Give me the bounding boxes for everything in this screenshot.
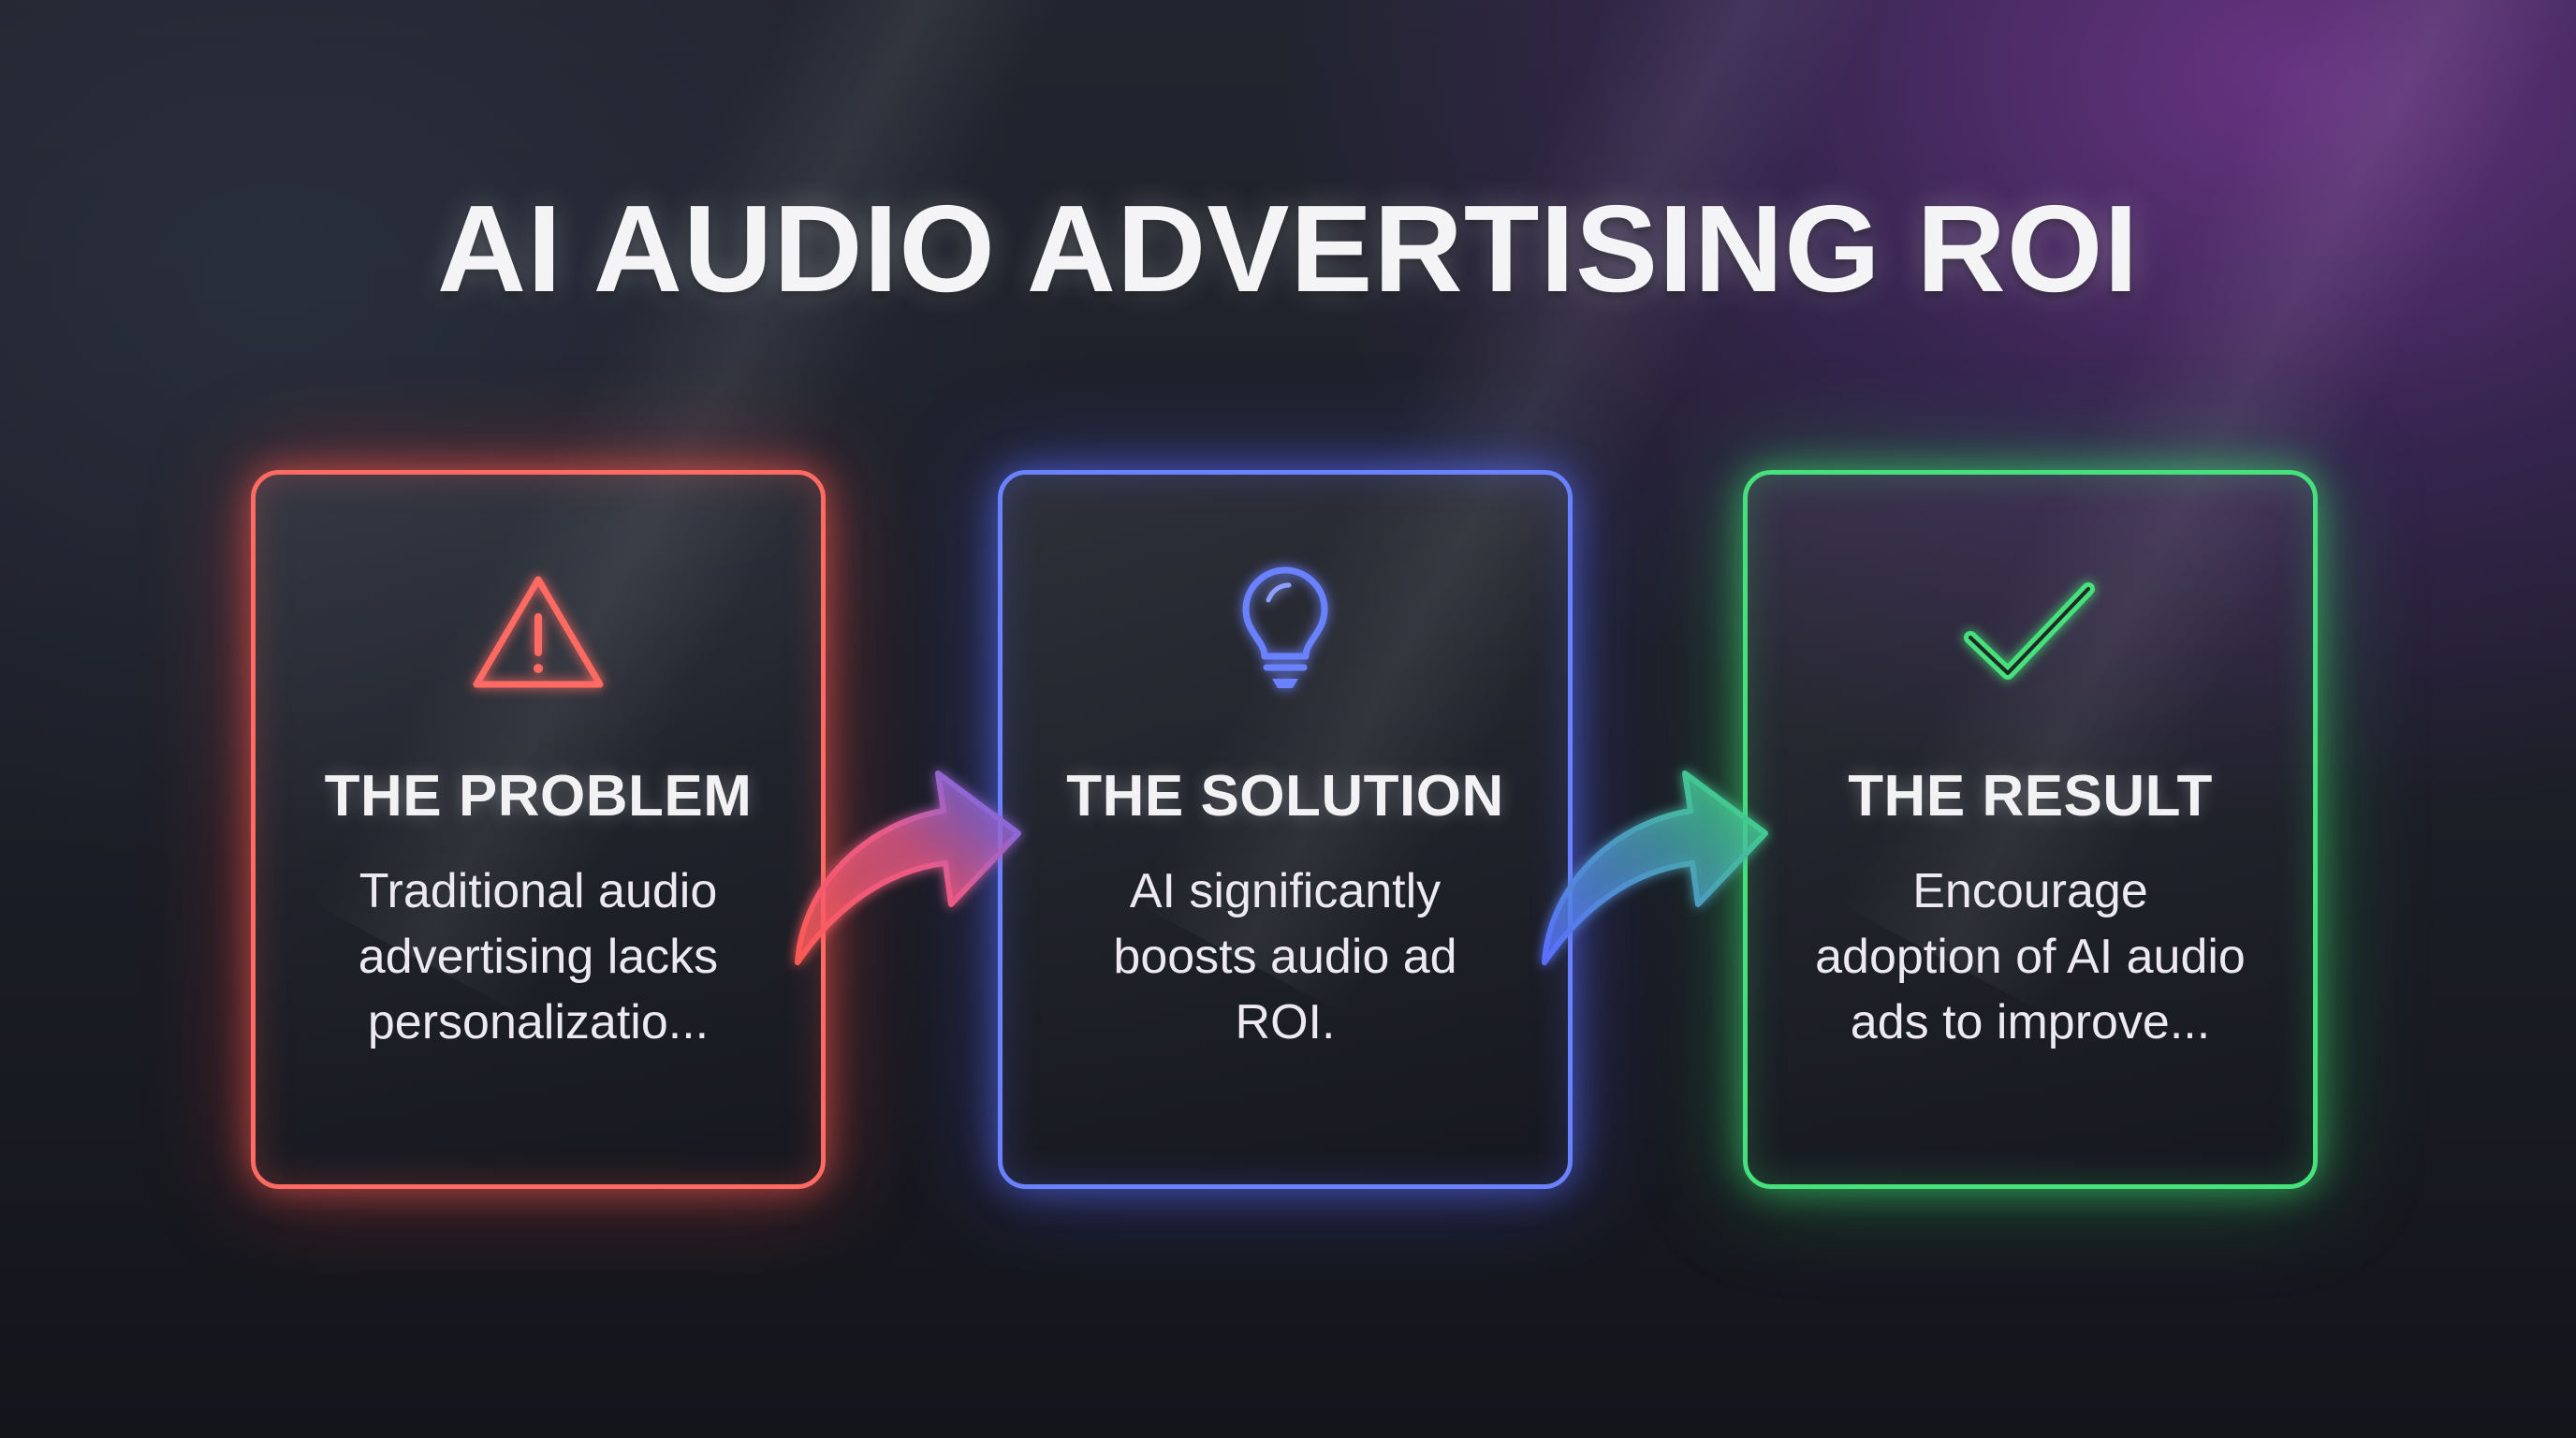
lightbulb-icon — [1210, 559, 1360, 709]
warning-triangle-icon — [463, 559, 613, 709]
result-card: THE RESULT Encourage adoption of AI audi… — [1743, 470, 2318, 1189]
card-heading: THE RESULT — [1848, 764, 2213, 829]
description-line: advertising lacks — [358, 930, 719, 984]
card-description: Traditional audio advertising lacks pers… — [276, 858, 800, 1055]
card-heading: THE SOLUTION — [1066, 764, 1504, 829]
curved-arrow-icon — [777, 721, 1039, 983]
description-line: adoption of AI audio — [1815, 930, 2246, 984]
checkmark-icon — [1955, 559, 2105, 709]
description-line: Traditional audio — [359, 864, 718, 918]
description-line: ads to improve... — [1850, 995, 2211, 1049]
description-line: boosts audio ad — [1113, 930, 1457, 984]
page-title: AI AUDIO ADVERTISING ROI — [436, 180, 2140, 317]
solution-card: THE SOLUTION AI significantly boosts aud… — [998, 470, 1573, 1189]
description-line: AI significantly — [1129, 864, 1442, 918]
problem-card: THE PROBLEM Traditional audio advertisin… — [251, 470, 826, 1189]
description-line: personalizatio... — [367, 995, 710, 1049]
card-description: Encourage adoption of AI audio ads to im… — [1768, 858, 2292, 1055]
card-heading: THE PROBLEM — [324, 764, 753, 829]
card-description: AI significantly boosts audio ad ROI. — [1023, 858, 1547, 1055]
description-line: ROI. — [1235, 995, 1336, 1049]
curved-arrow-icon — [1524, 721, 1786, 983]
description-line: Encourage — [1912, 864, 2148, 918]
